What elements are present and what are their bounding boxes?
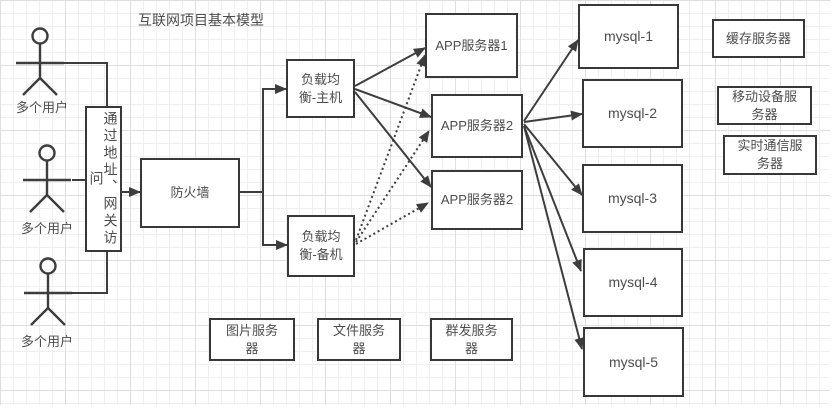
edge-app2-mysql-1[interactable] — [523, 39, 579, 122]
actor-users-2[interactable] — [23, 144, 71, 213]
edge-app2-mysql-3[interactable] — [523, 123, 583, 196]
node-firewall[interactable]: 防火墙 — [140, 158, 240, 228]
node-gateway[interactable]: 通过地址、网关访问 — [85, 106, 122, 252]
node-cache-server[interactable]: 缓存服务器 — [712, 19, 805, 58]
edge-lb-backup-app3[interactable] — [355, 202, 429, 245]
edge-user1-gateway[interactable] — [63, 62, 108, 106]
node-mobile-server[interactable]: 移动设备服 务器 — [717, 86, 812, 125]
edge-lb-backup-app2[interactable] — [355, 130, 430, 243]
node-mysql-4[interactable]: mysql-4 — [583, 248, 683, 317]
edge-user3-gateway[interactable] — [72, 252, 108, 294]
node-file-server[interactable]: 文件服务 器 — [317, 318, 401, 361]
node-mysql-2[interactable]: mysql-2 — [582, 79, 683, 148]
node-image-server[interactable]: 图片服务 器 — [209, 318, 295, 361]
node-realtime-server[interactable]: 实时通信服 务器 — [723, 135, 817, 175]
actor-label-users-1: 多个用户 — [16, 100, 69, 115]
node-mysql-3[interactable]: mysql-3 — [582, 164, 683, 233]
node-app-3[interactable]: APP服务器2 — [431, 170, 523, 230]
edge-app2-mysql-5[interactable] — [523, 125, 585, 350]
edge-app2-mysql-4[interactable] — [523, 125, 582, 272]
edge-lb-backup-app1[interactable] — [355, 54, 426, 241]
node-mysql-5[interactable]: mysql-5 — [583, 327, 684, 397]
node-lb-master[interactable]: 负载均 衡-主机 — [286, 59, 355, 118]
node-app-2[interactable]: APP服务器2 — [431, 94, 523, 158]
diagram-title[interactable]: 互联网项目基本模型 — [138, 12, 264, 28]
node-lb-backup[interactable]: 负载均 衡-备机 — [287, 215, 355, 277]
edge-lb-master-app2[interactable] — [354, 88, 432, 118]
node-broadcast-server[interactable]: 群发服务 器 — [430, 318, 513, 361]
node-mysql-1[interactable]: mysql-1 — [578, 4, 679, 69]
edge-lb-master-app1[interactable] — [354, 47, 426, 87]
edge-app2-mysql-2[interactable] — [523, 110, 583, 123]
edge-firewall-lb-backup[interactable] — [262, 192, 288, 250]
edge-lb-master-app3[interactable] — [354, 91, 432, 188]
node-app-1[interactable]: APP服务器1 — [425, 13, 518, 78]
actor-label-users-3: 多个用户 — [21, 334, 74, 349]
actor-label-users-2: 多个用户 — [21, 221, 74, 236]
actor-users-3[interactable] — [24, 257, 72, 326]
edge-firewall-lb-master[interactable] — [240, 84, 287, 193]
actor-users-1[interactable] — [16, 27, 64, 96]
